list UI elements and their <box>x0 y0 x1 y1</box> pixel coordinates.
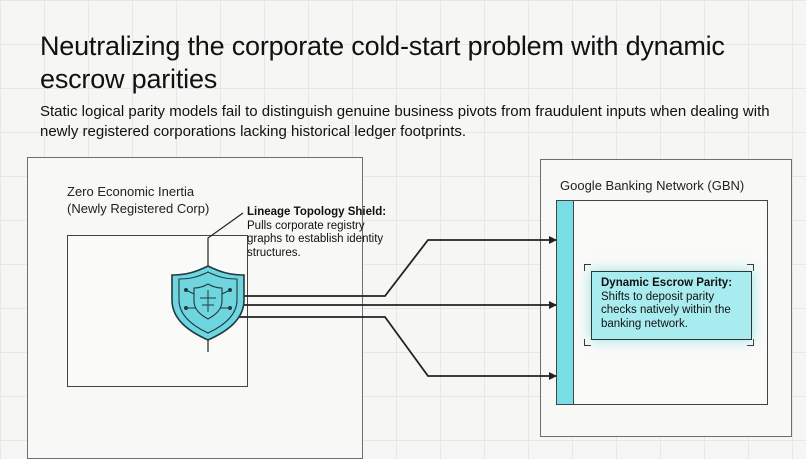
lineage-topology-callout: Lineage Topology Shield: Pulls corporate… <box>247 206 387 260</box>
right-panel-label: Google Banking Network (GBN) <box>560 178 745 193</box>
escrow-description: Shifts to deposit parity checks natively… <box>601 290 731 330</box>
left-panel-label-line2: (Newly Registered Corp) <box>67 201 210 216</box>
newly-registered-corp-panel: Zero Economic Inertia (Newly Registered … <box>27 157 363 459</box>
corner-bracket-icon <box>584 339 591 346</box>
left-panel-label: Zero Economic Inertia (Newly Registered … <box>67 183 209 217</box>
corp-inner-box <box>67 235 248 387</box>
network-ingress-bar <box>557 201 574 404</box>
dynamic-escrow-parity-box: Dynamic Escrow Parity: Shifts to deposit… <box>591 271 752 340</box>
callout-description: Pulls corporate registry graphs to estab… <box>247 219 384 259</box>
slide-subtitle: Static logical parity models fail to dis… <box>40 103 770 140</box>
slide-title: Neutralizing the corporate cold-start pr… <box>40 31 725 94</box>
escrow-callout-frame: Dynamic Escrow Parity: Shifts to deposit… <box>584 264 754 346</box>
callout-bold-label: Lineage Topology Shield: <box>247 206 387 218</box>
corner-bracket-icon <box>584 264 591 271</box>
corner-bracket-icon <box>747 264 754 271</box>
corner-bracket-icon <box>747 339 754 346</box>
escrow-bold-label: Dynamic Escrow Parity: <box>601 277 733 289</box>
left-panel-label-line1: Zero Economic Inertia <box>67 184 195 199</box>
